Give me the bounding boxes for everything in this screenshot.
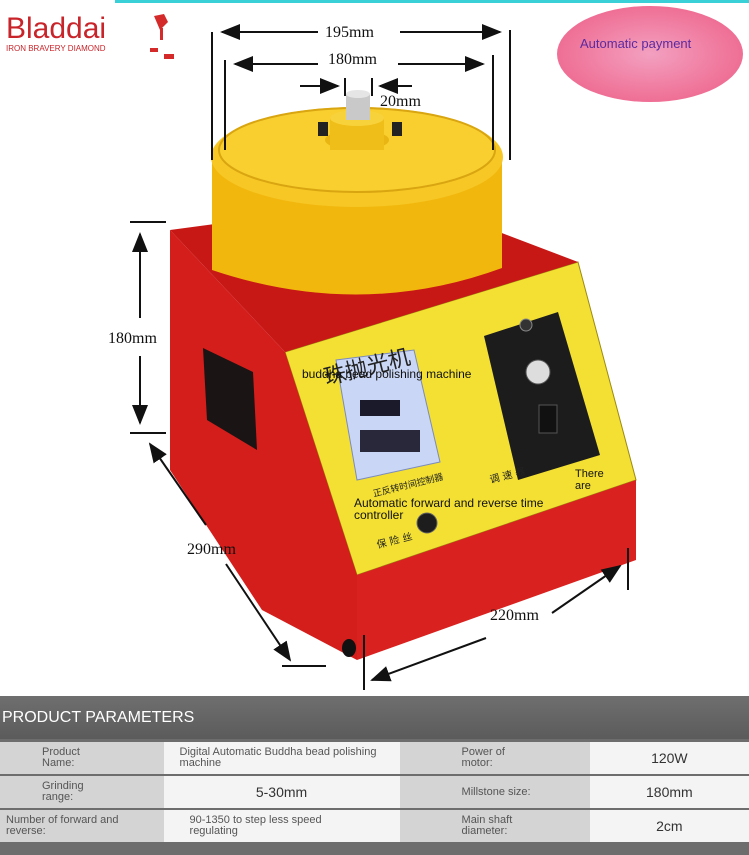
product-caption: buddha bead polishing machine: [302, 367, 472, 381]
params-row: Grinding range: 5-30mm Millstone size: 1…: [0, 776, 749, 808]
knob-caption: There are: [575, 468, 604, 492]
param-label: Number of forward and reverse:: [0, 810, 164, 842]
brand-logo: Bladdai IRON BRAVERY DIAMOND: [6, 12, 106, 53]
param-value: 5-30mm: [163, 776, 400, 808]
payment-badge[interactable]: [557, 6, 743, 102]
params-header: [0, 696, 749, 739]
param-value: Digital Automatic Buddha bead polishing …: [163, 742, 400, 774]
dimension-depth: 290mm: [187, 541, 236, 558]
fuse-knob-icon: [416, 512, 438, 534]
param-label: Power of motor:: [399, 742, 590, 774]
speed-controller: [484, 312, 600, 480]
dimension-top-outer: 195mm: [325, 24, 374, 41]
machine-illustration: 珠抛光机 调 速 器 保 险 丝 正反转时间控制器: [130, 24, 637, 690]
params-row: Product Name: Digital Automatic Buddha b…: [0, 742, 749, 774]
params-table: Product Name: Digital Automatic Buddha b…: [0, 740, 749, 844]
payment-badge-label: Automatic payment: [580, 36, 692, 51]
brand-tagline: IRON BRAVERY DIAMOND: [6, 44, 106, 53]
timer-controller: [335, 349, 441, 481]
dimension-height: 180mm: [108, 330, 157, 347]
brand-name: Bladdai: [6, 12, 107, 45]
dimension-top-inner: 180mm: [328, 51, 377, 68]
timer-caption: Automatic forward and reverse time contr…: [354, 496, 544, 522]
dimension-shaft: 20mm: [380, 93, 421, 110]
param-label: Millstone size:: [399, 776, 590, 808]
millstone-drum: [211, 90, 503, 295]
dimension-width: 220mm: [490, 607, 539, 624]
param-label: Grinding range:: [0, 776, 164, 808]
params-title: PRODUCT PARAMETERS: [2, 709, 195, 726]
params-row: Number of forward and reverse: 90-1350 t…: [0, 810, 749, 842]
top-accent-line: [115, 0, 749, 3]
param-value: 120W: [589, 742, 749, 774]
param-value: 180mm: [589, 776, 749, 808]
param-label: Main shaft diameter:: [399, 810, 590, 842]
brand-mark-icon: [150, 14, 174, 59]
param-value: 90-1350 to step less speed regulating: [163, 810, 400, 842]
param-label: Product Name:: [0, 742, 164, 774]
param-value: 2cm: [589, 810, 749, 842]
